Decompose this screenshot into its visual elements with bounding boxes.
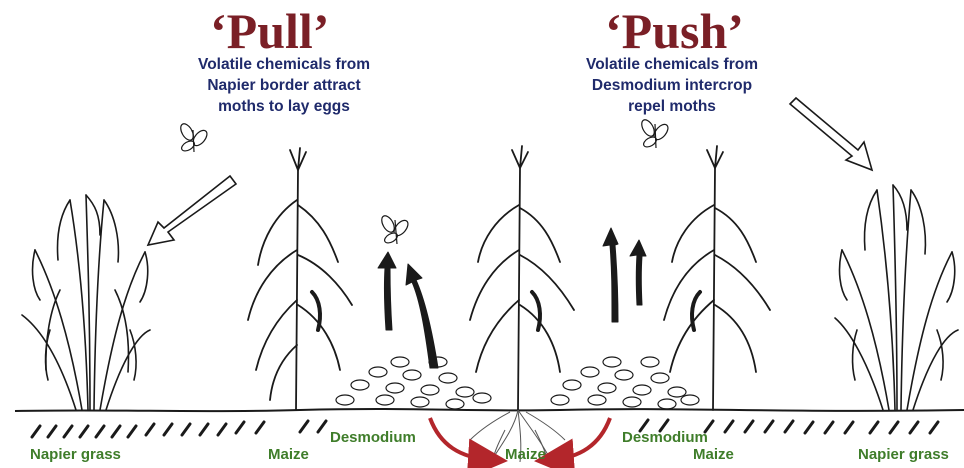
- push-description-line: Volatile chemicals from: [558, 54, 786, 75]
- label-napier-grass-right: Napier grass: [858, 447, 949, 463]
- pull-title: ‘Pull’: [210, 6, 329, 56]
- label-napier-grass-left: Napier grass: [30, 447, 121, 463]
- pull-description: Volatile chemicals from Napier border at…: [170, 54, 398, 117]
- moth-icon: [379, 214, 410, 245]
- label-maize-right: Maize: [693, 447, 734, 463]
- pull-description-line: moths to lay eggs: [170, 96, 398, 117]
- label-maize-left: Maize: [268, 447, 309, 463]
- desmodium-icon: [336, 357, 491, 409]
- napier-grass-icon: [835, 185, 958, 410]
- label-maize-center: Maize: [505, 447, 546, 463]
- maize-plant-icon: [664, 146, 770, 410]
- arrow-icon: [148, 176, 236, 245]
- maize-plant-icon: [248, 148, 352, 410]
- push-description-line: repel moths: [558, 96, 786, 117]
- maize-plant-icon: [470, 146, 574, 410]
- moth-icon: [178, 122, 209, 153]
- moth-icon: [639, 118, 670, 149]
- napier-grass-icon: [22, 195, 150, 410]
- soil-hatching: [32, 420, 938, 437]
- push-description-line: Desmodium intercrop: [558, 75, 786, 96]
- label-desmodium-right: Desmodium: [622, 430, 708, 446]
- arrow-icon: [790, 98, 872, 170]
- label-desmodium-left: Desmodium: [330, 430, 416, 446]
- push-title: ‘Push’: [605, 6, 744, 56]
- arrow-icon: [430, 418, 492, 460]
- arrow-icon: [550, 418, 610, 460]
- arrow-icon: [378, 228, 646, 368]
- ground-line: [15, 409, 964, 411]
- pull-description-line: Napier border attract: [170, 75, 398, 96]
- desmodium-icon: [551, 357, 699, 409]
- pull-description-line: Volatile chemicals from: [170, 54, 398, 75]
- push-description: Volatile chemicals from Desmodium interc…: [558, 54, 786, 117]
